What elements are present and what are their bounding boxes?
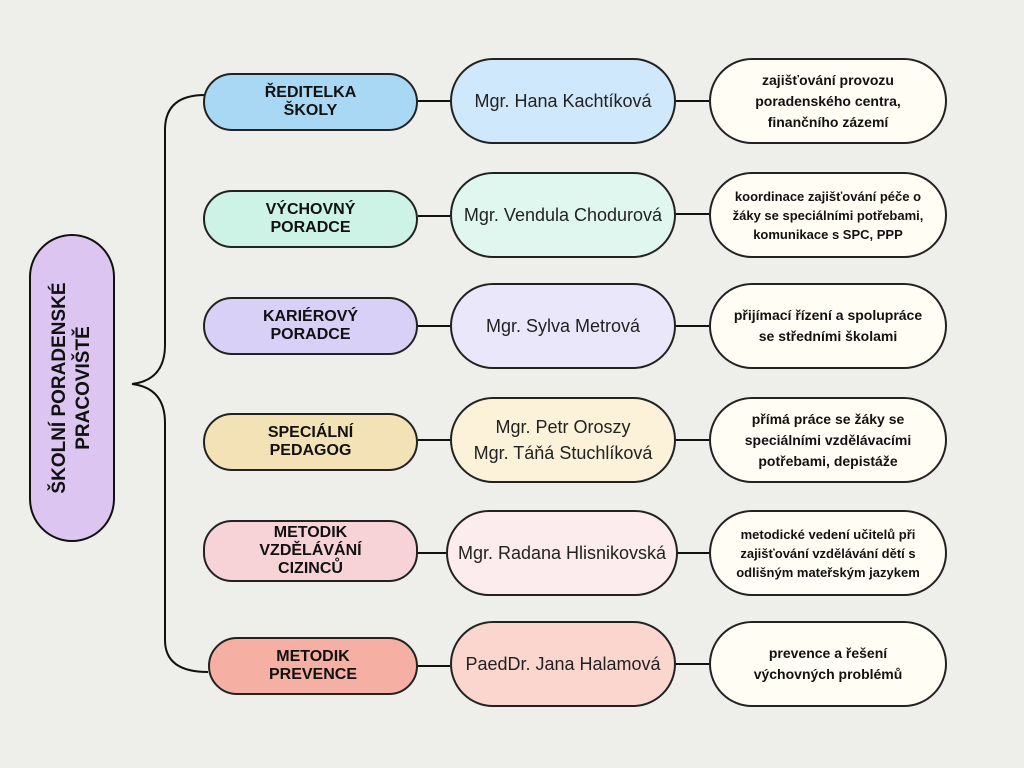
duty-node-prima-prace: přímá práce se žáky se speciálními vzděl… [709,397,947,483]
root-node: ŠKOLNÍ PORADENSKÉ PRACOVIŠTĚ [29,234,115,542]
role-line: VZDĚLÁVÁNÍ [259,542,362,559]
person-name: Mgr. Sylva Metrová [485,316,641,336]
role-line: CIZINCŮ [278,560,343,577]
person-node-metrova: Mgr. Sylva Metrová [450,283,676,369]
person-node-kachtikova: Mgr. Hana Kachtíková [450,58,676,144]
role-line: PREVENCE [268,666,358,683]
duty-node-prevence: prevence a řešení výchovných problémů [709,621,947,707]
duty-node-prijimaci-rizeni: přijímací řízení a spolupráce se střední… [709,283,947,369]
person-name: Mgr. Radana Hlisnikovská [457,543,667,563]
role-line: METODIK [276,648,350,665]
duty-node-provoz: zajišťování provozu poradenského centra,… [709,58,947,144]
duty-text: koordinace zajišťování péče o žáky se sp… [732,188,924,242]
person-name: Mgr. Vendula Chodurová [463,205,663,225]
duty-text: přímá práce se žáky se speciálními vzděl… [744,410,912,469]
role-line: PEDAGOG [269,442,352,459]
person-name: PaedDr. Jana Halamová [465,654,661,674]
role-line: PORADCE [270,219,351,236]
role-line: KARIÉROVÝ [262,308,359,325]
role-line: ŘEDITELKA [264,84,357,101]
duty-node-koordinace: koordinace zajišťování péče o žáky se sp… [709,172,947,258]
duty-text: metodické vedení učitelů při zajišťování… [736,526,920,580]
duty-node-metodicke-vedeni: metodické vedení učitelů při zajišťování… [709,510,947,596]
role-line: SPECIÁLNÍ [267,424,354,441]
duty-text: přijímací řízení a spolupráce se střední… [733,307,923,344]
duty-text: zajišťování provozu poradenského centra,… [755,71,901,130]
role-line: VÝCHOVNÝ [265,201,356,218]
person-node-oroszy-stuchlikova: Mgr. Petr Oroszy Mgr. Táňá Stuchlíková [450,397,676,483]
role-line: ŠKOLY [283,102,338,119]
person-name: Mgr. Táňá Stuchlíková [473,443,653,463]
role-line: METODIK [273,524,348,541]
role-line: PORADCE [270,326,351,343]
person-name: Mgr. Hana Kachtíková [474,91,652,111]
person-name: Mgr. Petr Oroszy [495,417,631,437]
duty-text: prevence a řešení výchovných problémů [753,645,903,682]
person-node-halamova: PaedDr. Jana Halamová [450,621,676,707]
person-node-hlisnikovska: Mgr. Radana Hlisnikovská [446,510,678,596]
person-node-chodurova: Mgr. Vendula Chodurová [450,172,676,258]
root-label: ŠKOLNÍ PORADENSKÉ PRACOVIŠTĚ [49,282,94,494]
